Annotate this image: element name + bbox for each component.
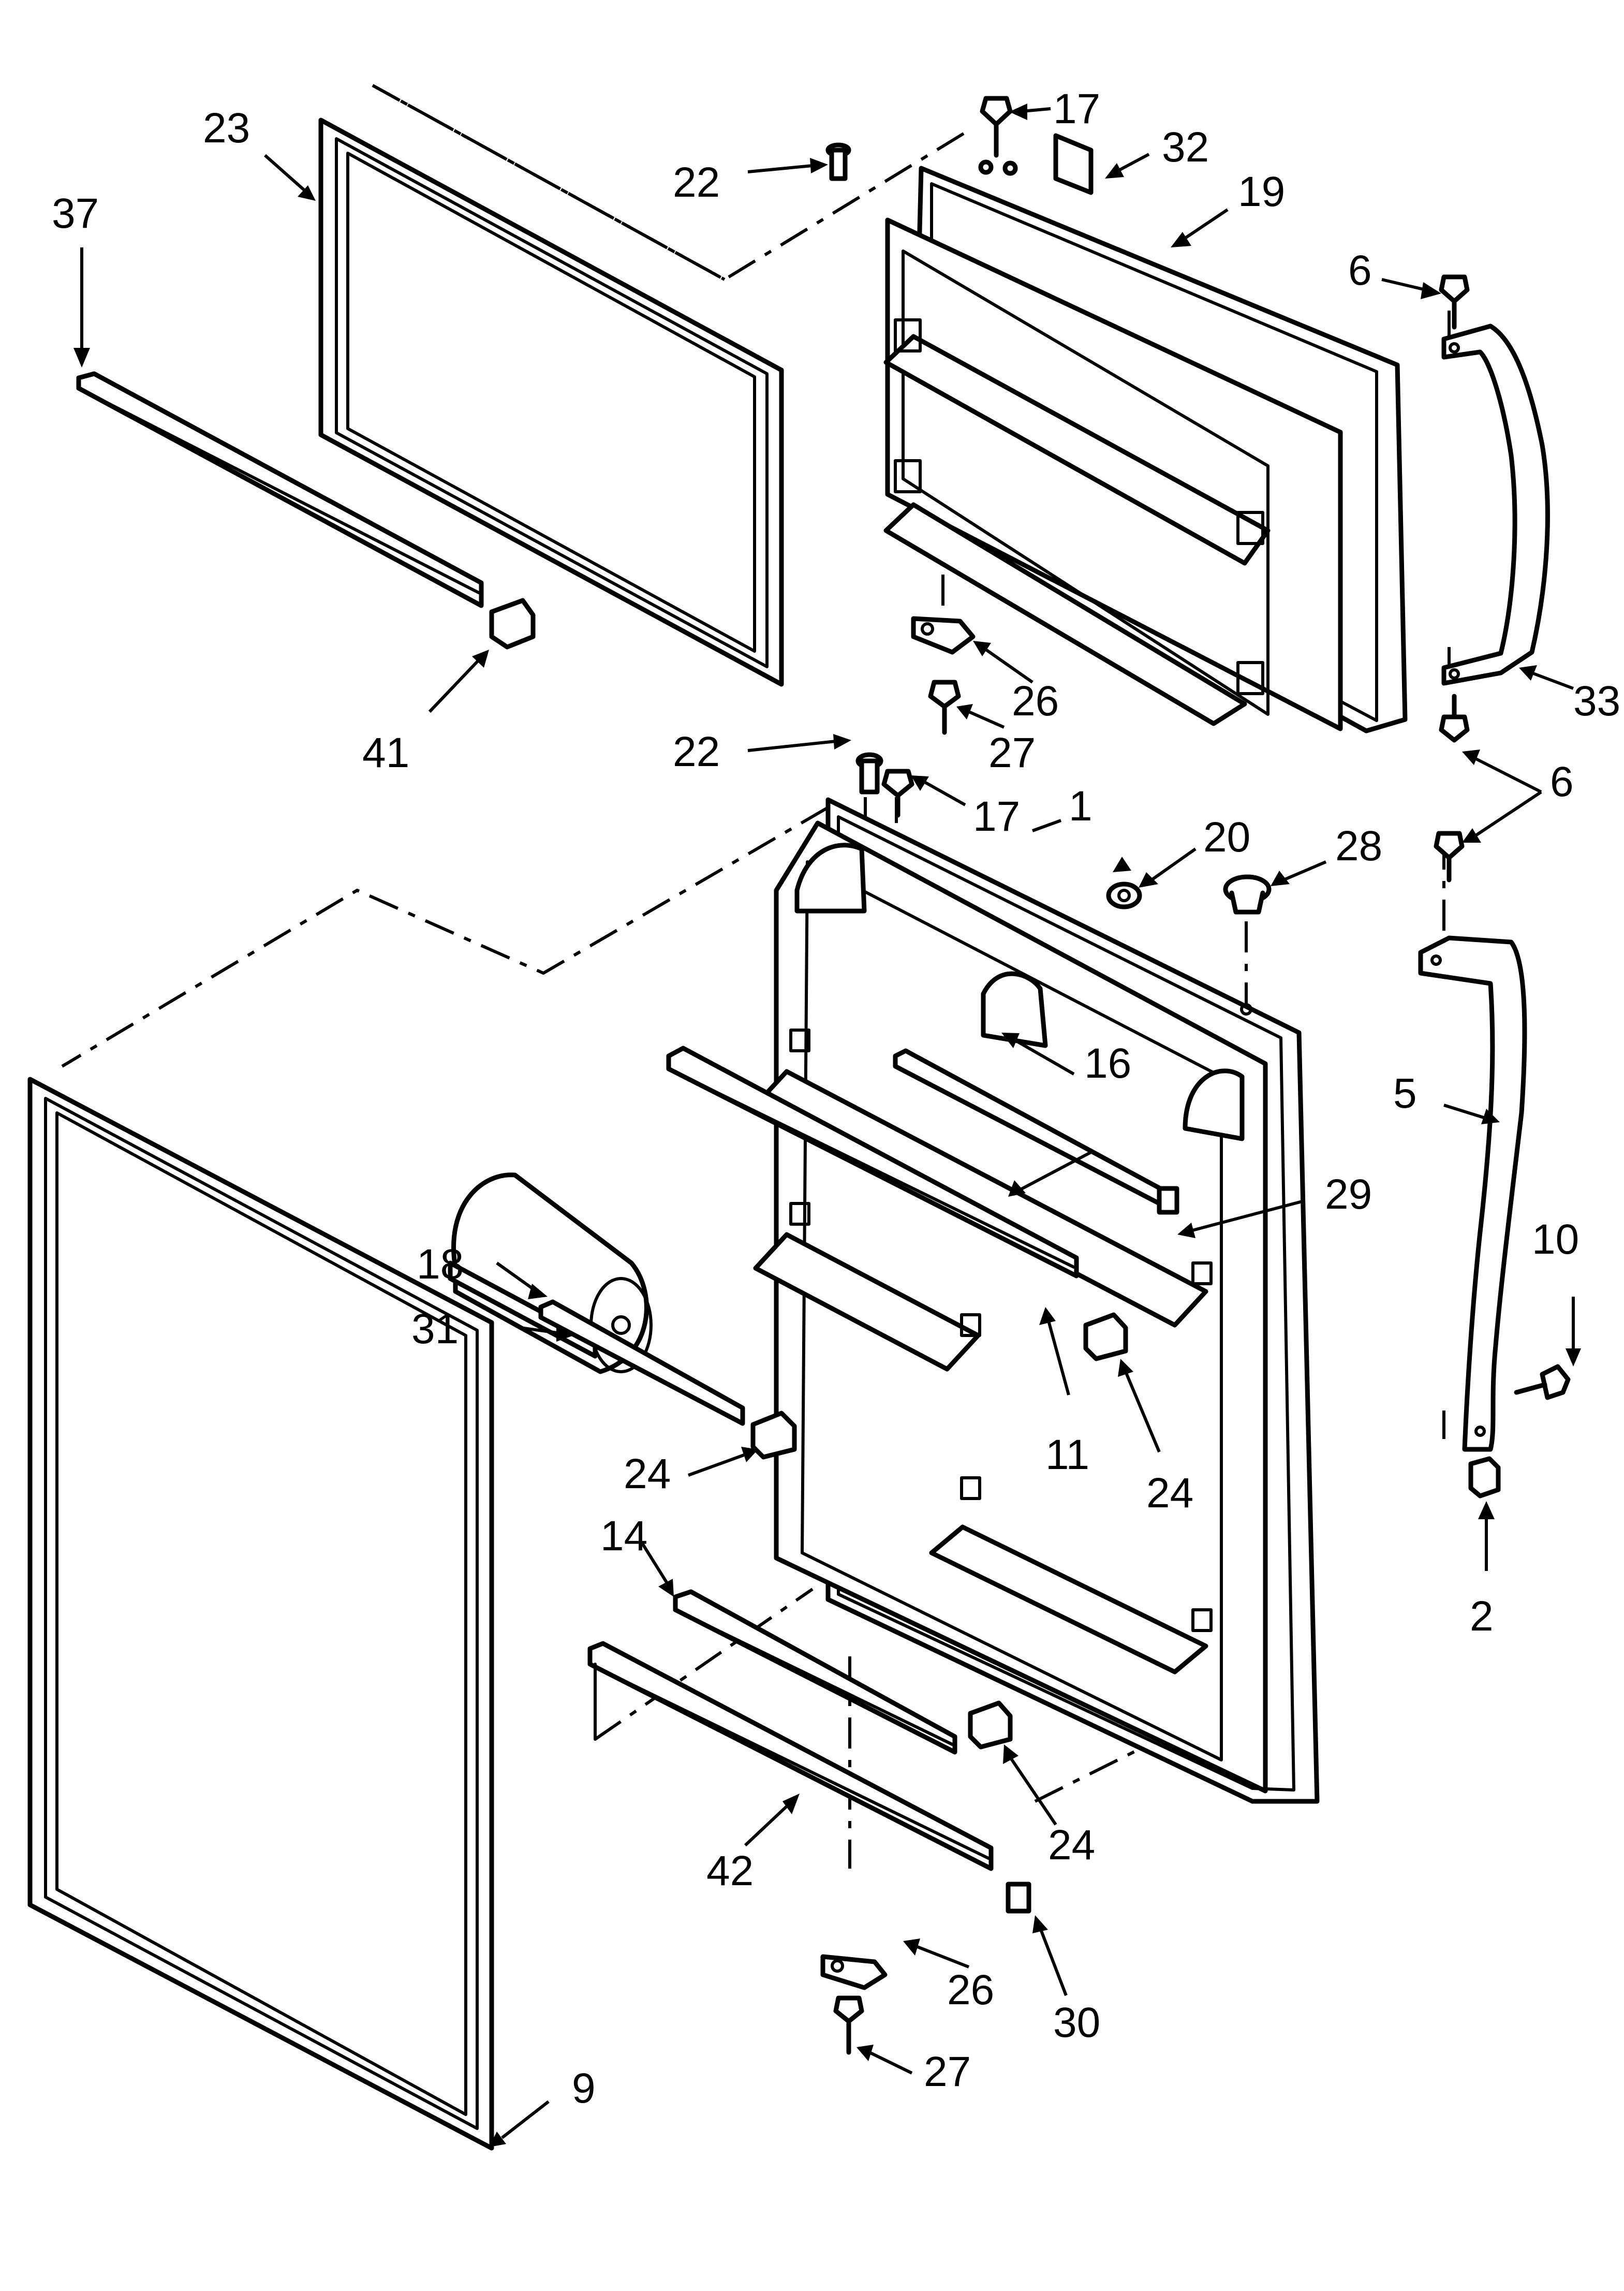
callout-6: 6	[1348, 247, 1372, 294]
part-26-27-hinge-top	[911, 616, 976, 735]
part-9-fresh-food-gasket	[27, 1077, 494, 2151]
part-30-end-cap	[1006, 1882, 1031, 1914]
part-20-28	[1106, 874, 1272, 915]
callout-16: 16	[1084, 1040, 1131, 1087]
part-10-screw	[1514, 1364, 1571, 1400]
callout-17: 17	[1053, 85, 1100, 133]
callout-20: 20	[1203, 814, 1250, 861]
callout-2: 2	[1470, 1593, 1494, 1640]
callout-31: 31	[411, 1305, 459, 1353]
part-33-freezer-handle	[1441, 324, 1550, 686]
callout-14: 14	[600, 1512, 647, 1560]
callout-41: 41	[362, 729, 409, 776]
callout-27: 27	[924, 2048, 971, 2095]
callout-11: 11	[1045, 1431, 1089, 1478]
part-1-refrigerator-door	[753, 797, 1320, 1804]
arrowheads	[73, 104, 1581, 2147]
callout-18: 18	[417, 1241, 464, 1288]
callout-26: 26	[1012, 678, 1059, 725]
part-6-screws	[1434, 274, 1470, 883]
part-23-freezer-gasket	[318, 118, 784, 687]
callout-labels: 23 37 41 22 17 32 19 6 33 26 27 22 17 1 …	[52, 85, 1620, 2112]
callout-27: 27	[988, 729, 1036, 776]
callout-17: 17	[973, 793, 1020, 840]
callout-10: 10	[1532, 1216, 1579, 1263]
part-37-freezer-strip	[76, 371, 484, 608]
callout-26: 26	[947, 1966, 994, 2014]
callout-22: 22	[673, 728, 720, 775]
screws-top	[825, 96, 1018, 181]
callout-6: 6	[1550, 758, 1574, 805]
callout-37: 37	[52, 190, 99, 237]
callout-28: 28	[1335, 823, 1382, 870]
part-26-27-hinge-bottom	[820, 1954, 888, 2055]
part-29-end-cap	[1157, 1186, 1179, 1215]
part-2-bracket	[1468, 1456, 1501, 1499]
screws-middle	[855, 752, 914, 818]
callout-30: 30	[1053, 1999, 1100, 2046]
callout-24: 24	[624, 1450, 671, 1497]
callout-9: 9	[572, 2065, 596, 2112]
part-42-bottom-bar	[587, 1641, 994, 1871]
part-14-lower-bar	[673, 1589, 957, 1755]
callout-24: 24	[1048, 1822, 1095, 1869]
callout-1: 1	[1069, 783, 1092, 830]
part-24-caps	[750, 1312, 1128, 1750]
part-18-bar	[538, 1299, 745, 1426]
part-5-fresh-food-handle	[1418, 935, 1527, 1452]
part-41-end-cap	[489, 598, 536, 650]
callout-5: 5	[1393, 1070, 1417, 1117]
callout-22: 22	[673, 159, 720, 206]
callout-42: 42	[706, 1847, 754, 1895]
callout-32: 32	[1162, 124, 1209, 171]
callout-33: 33	[1573, 678, 1620, 725]
callout-23: 23	[203, 105, 250, 152]
callout-19: 19	[1238, 168, 1285, 215]
alignment-lines	[61, 84, 1451, 1869]
leader-lines	[80, 107, 1575, 2139]
callout-29: 29	[1325, 1171, 1372, 1218]
part-11-retainer-bar	[666, 1046, 1079, 1279]
part-19-freezer-door	[883, 166, 1408, 733]
callout-24: 24	[1146, 1470, 1193, 1517]
part-32-label	[1053, 133, 1094, 195]
